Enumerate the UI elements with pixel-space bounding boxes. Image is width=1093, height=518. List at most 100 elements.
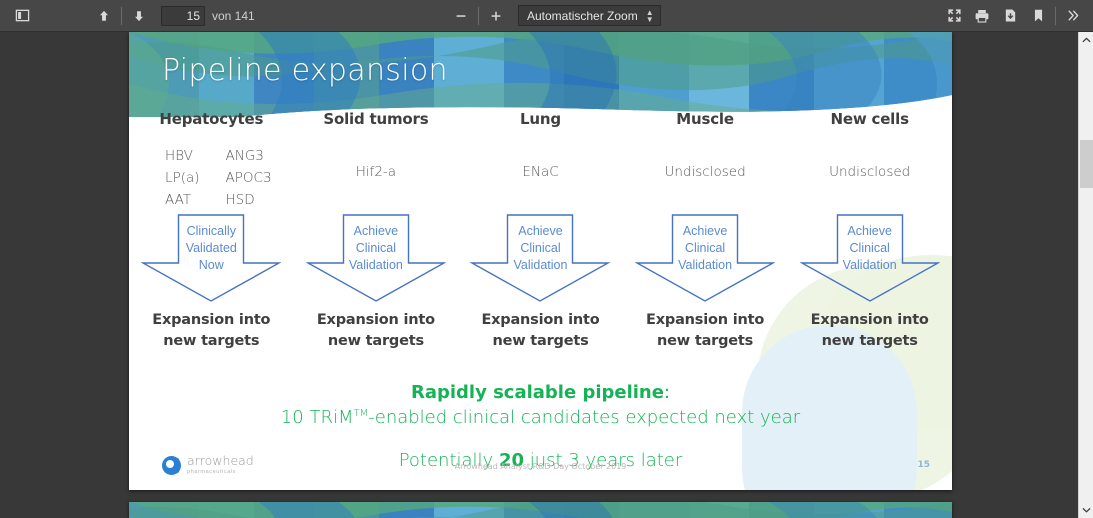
slide-page-number: 15	[917, 460, 930, 470]
summary-line3-suffix: just 3 years later	[524, 450, 683, 471]
zoom-in-button[interactable]	[482, 3, 510, 29]
sidebar-toggle-button[interactable]	[8, 3, 36, 29]
next-page-button[interactable]	[125, 3, 153, 29]
column-title: Solid tumors	[323, 110, 429, 128]
plus-icon	[491, 11, 501, 20]
bookmark-button[interactable]	[1024, 3, 1052, 29]
chevron-up-icon	[1082, 37, 1091, 43]
previous-page-button[interactable]	[90, 3, 118, 29]
column-targets: HBV LP(a) AAT ANG3 APOC3 HSD	[129, 145, 294, 211]
pdf-page-15: Pipeline expansion Hepatocytes HBV LP(a)…	[129, 32, 952, 490]
arrowhead-logo: arrowhead pharmaceuticals	[162, 453, 254, 475]
summary-line2-prefix: 10 TRiM	[280, 407, 354, 428]
target-item: HBV	[165, 148, 193, 164]
arrow-down-outline-icon	[799, 214, 940, 302]
arrow-down-outline-icon	[470, 214, 611, 302]
column-title: Hepatocytes	[159, 110, 264, 128]
download-icon	[1005, 9, 1015, 22]
page-number-input[interactable]	[161, 5, 205, 26]
toolbar-right-group	[940, 3, 1087, 29]
toolbar-separator	[478, 6, 479, 25]
pipeline-column-hepatocytes: Hepatocytes HBV LP(a) AAT ANG3 APOC3 HSD	[129, 110, 294, 352]
presentation-mode-button[interactable]	[940, 3, 968, 29]
slide-footer-note: Arrowhead Analyst R&D Day October 2019	[454, 462, 627, 471]
summary-line3-prefix: Potentially	[398, 450, 499, 471]
printer-icon	[975, 9, 989, 23]
pdf-toolbar: von 141 Automatischer Zoom ▲▼	[0, 0, 1093, 32]
logo-subtitle: pharmaceuticals	[187, 468, 237, 475]
scroll-down-button[interactable]	[1079, 502, 1093, 518]
toolbar-separator	[1055, 6, 1056, 25]
arrow-down-outline-icon	[305, 214, 446, 302]
minus-icon	[456, 14, 466, 17]
summary-headline-bold: Rapidly scalable pipeline	[410, 382, 664, 403]
zoom-level-select[interactable]: Automatischer Zoom ▲▼	[518, 5, 661, 26]
logo-text-group: arrowhead pharmaceuticals	[187, 453, 254, 475]
target-item: AAT	[165, 192, 192, 208]
fullscreen-icon	[947, 9, 961, 22]
zoom-level-label: Automatischer Zoom	[527, 8, 638, 23]
slide-title: Pipeline expansion	[162, 53, 448, 88]
arrow-down-icon	[134, 10, 144, 21]
target-item: LP(a)	[165, 170, 200, 186]
pipeline-columns: Hepatocytes HBV LP(a) AAT ANG3 APOC3 HSD	[129, 110, 952, 352]
more-tools-button[interactable]	[1059, 3, 1087, 29]
print-button[interactable]	[968, 3, 996, 29]
arrow-down-outline-icon	[141, 214, 282, 302]
pdf-viewer-area[interactable]: Pipeline expansion Hepatocytes HBV LP(a)…	[0, 32, 1078, 518]
summary-line3-number: 20	[498, 450, 524, 471]
scrollbar-thumb[interactable]	[1080, 140, 1093, 188]
column-title: Muscle	[676, 110, 734, 128]
summary-headline-colon: :	[663, 382, 671, 403]
target-item: ANG3	[225, 148, 264, 164]
toolbar-separator	[121, 6, 122, 25]
header-wave-graphic	[129, 32, 952, 117]
scroll-up-button[interactable]	[1079, 32, 1093, 48]
column-targets: Hif2-a	[355, 164, 397, 180]
arrowhead-logo-mark-icon	[162, 455, 181, 475]
summary-line-3: Potentially 20 just 3 years later	[129, 450, 952, 471]
zoom-controls: Automatischer Zoom ▲▼	[447, 3, 661, 29]
column-targets: ENaC	[522, 164, 559, 180]
column-title: New cells	[830, 110, 909, 128]
arrow-down-outline-icon	[635, 214, 776, 302]
double-chevron-right-icon	[1067, 10, 1078, 21]
download-button[interactable]	[996, 3, 1024, 29]
column-title: Lung	[520, 110, 561, 128]
background-blob-blue	[742, 325, 917, 490]
summary-line2-suffix: -enabled clinical candidates expected ne…	[368, 407, 801, 428]
page-navigation: von 141	[90, 3, 255, 29]
chevron-updown-icon: ▲▼	[645, 7, 654, 24]
trademark-superscript: TM	[353, 408, 369, 419]
summary-block: Rapidly scalable pipeline: 10 TRiMTM-ena…	[129, 382, 952, 471]
targets-group-left: HBV LP(a) AAT	[165, 145, 199, 211]
arrow-up-icon	[99, 10, 109, 21]
vertical-scrollbar[interactable]	[1078, 32, 1093, 518]
pdf-page-16	[129, 502, 952, 518]
targets-group-right: ANG3 APOC3 HSD	[226, 145, 272, 211]
column-targets: Undisclosed	[829, 164, 911, 180]
zoom-out-button[interactable]	[447, 3, 475, 29]
column-targets: Undisclosed	[664, 164, 746, 180]
logo-name: arrowhead	[187, 453, 254, 468]
target-item: APOC3	[225, 170, 272, 186]
sidebar-panel-icon	[15, 9, 29, 22]
target-item: HSD	[225, 192, 255, 208]
